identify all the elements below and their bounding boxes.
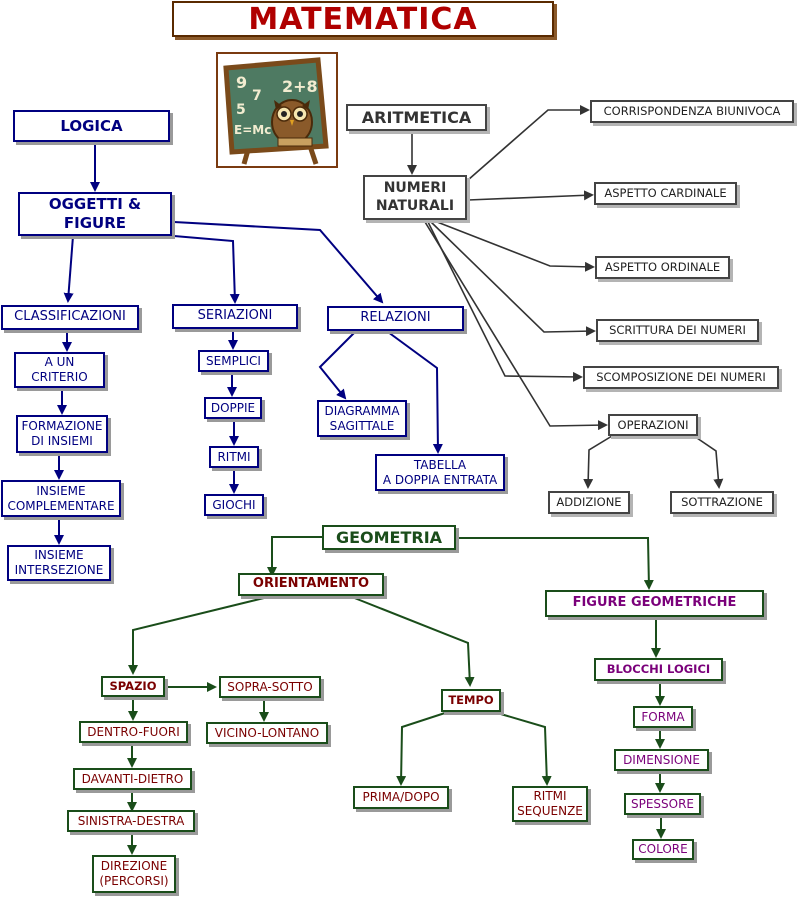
link-oggetti-relazioni — [173, 221, 384, 304]
orientamento-node[interactable]: ORIENTAMENTO — [238, 573, 384, 596]
svg-text:E=Mc: E=Mc — [234, 123, 271, 137]
aritmetica-item-scrittura[interactable]: SCRITTURA DEI NUMERI — [596, 319, 759, 342]
aritmetica-item-scomposizione[interactable]: SCOMPOSIZIONE DEI NUMERI — [583, 366, 779, 389]
blocchi-item-dimensione[interactable]: DIMENSIONE — [614, 749, 709, 771]
classificazioni-node[interactable]: CLASSIFICAZIONI — [1, 305, 139, 330]
blocchi-item-forma[interactable]: FORMA — [633, 706, 693, 728]
operazioni-item-addizione[interactable]: ADDIZIONE — [548, 491, 630, 514]
tempo-item-ritmi-sequenze[interactable]: RITMI SEQUENZE — [512, 786, 588, 822]
seriazioni-item-semplici[interactable]: SEMPLICI — [198, 350, 269, 372]
link-rel-tabella — [387, 331, 443, 454]
link-rel-diagramma — [318, 331, 356, 400]
link-numeri-item-5 — [424, 221, 608, 431]
sopra-sotto-node[interactable]: SOPRA-SOTTO — [219, 676, 321, 698]
aritmetica-item-operazioni[interactable]: OPERAZIONI — [608, 414, 698, 436]
seriazioni-item-ritmi[interactable]: RITMI — [209, 446, 259, 468]
spazio-item-sinistra-destra[interactable]: SINISTRA-DESTRA — [67, 810, 195, 832]
blocchi-logici-node[interactable]: BLOCCHI LOGICI — [594, 658, 723, 681]
relazioni-item-tabella[interactable]: TABELLA A DOPPIA ENTRATA — [375, 454, 505, 491]
link-orientamento-tempo — [351, 596, 475, 687]
blocchi-item-colore[interactable]: COLORE — [632, 839, 694, 860]
link-oggetti-seriazioni — [173, 235, 240, 304]
logica-node[interactable]: LOGICA — [13, 110, 170, 142]
link-geometria-orientamento — [267, 536, 322, 577]
relazioni-item-diagramma[interactable]: DIAGRAMMA SAGITTALE — [317, 400, 407, 437]
svg-text:7: 7 — [252, 88, 262, 104]
aritmetica-item-corrispondenza[interactable]: CORRISPONDENZA BIUNIVOCA — [590, 100, 794, 123]
classificazioni-item-complementare[interactable]: INSIEME COMPLEMENTARE — [1, 480, 121, 517]
aritmetica-item-ordinale[interactable]: ASPETTO ORDINALE — [595, 256, 730, 279]
relazioni-node[interactable]: RELAZIONI — [327, 306, 464, 331]
oggetti-figure-node[interactable]: OGGETTI & FIGURE — [18, 192, 172, 236]
link-numeri-item-1 — [467, 190, 594, 201]
tempo-item-prima-dopo[interactable]: PRIMA/DOPO — [353, 786, 449, 809]
spazio-node[interactable]: SPAZIO — [101, 676, 165, 697]
blocchi-item-spessore[interactable]: SPESSORE — [624, 793, 701, 815]
seriazioni-item-giochi[interactable]: GIOCHI — [204, 494, 264, 516]
tempo-node[interactable]: TEMPO — [441, 689, 501, 712]
numeri-naturali-node[interactable]: NUMERI NATURALI — [363, 175, 467, 220]
link-numeri-item-0 — [467, 105, 590, 181]
link-geometria-figure — [457, 537, 654, 590]
vicino-lontano-node[interactable]: VICINO-LONTANO — [206, 722, 328, 744]
svg-text:2+8: 2+8 — [282, 77, 318, 96]
link-tempo-prima — [396, 711, 449, 786]
spazio-item-davanti-dietro[interactable]: DAVANTI-DIETRO — [73, 768, 192, 790]
link-oggetti-classificazioni — [63, 235, 74, 303]
seriazioni-node[interactable]: SERIAZIONI — [172, 304, 298, 329]
spazio-item-direzione[interactable]: DIREZIONE (PERCORSI) — [92, 855, 176, 893]
link-numeri-item-2 — [431, 219, 595, 272]
classificazioni-item-intersezione[interactable]: INSIEME INTERSEZIONE — [7, 545, 111, 581]
link-oper-sottrazione — [693, 435, 724, 489]
link-orientamento-spazio — [128, 596, 269, 675]
seriazioni-item-doppie[interactable]: DOPPIE — [204, 397, 262, 419]
aritmetica-item-cardinale[interactable]: ASPETTO CARDINALE — [594, 182, 737, 205]
page-title: MATEMATICA — [172, 1, 554, 37]
operazioni-item-sottrazione[interactable]: SOTTRAZIONE — [670, 491, 774, 514]
spazio-item-dentro-fuori[interactable]: DENTRO-FUORI — [79, 721, 188, 743]
link-numeri-item-4 — [427, 221, 583, 382]
link-numeri-item-3 — [429, 220, 596, 337]
svg-text:5: 5 — [236, 102, 246, 118]
aritmetica-node[interactable]: ARITMETICA — [346, 104, 487, 131]
classificazioni-item-formazione[interactable]: FORMAZIONE DI INSIEMI — [16, 415, 108, 453]
link-tempo-ritmi — [493, 711, 552, 786]
blackboard-owl-icon: 9 7 2+8 5 E=Mc — [218, 54, 336, 166]
classificazioni-item-criterio[interactable]: A UN CRITERIO — [14, 352, 105, 388]
figure-geometriche-node[interactable]: FIGURE GEOMETRICHE — [545, 590, 764, 617]
link-oper-addizione — [583, 435, 613, 489]
teacher-owl-illustration: 9 7 2+8 5 E=Mc — [216, 52, 338, 168]
svg-text:9: 9 — [236, 73, 247, 92]
geometria-node[interactable]: GEOMETRIA — [322, 525, 456, 550]
